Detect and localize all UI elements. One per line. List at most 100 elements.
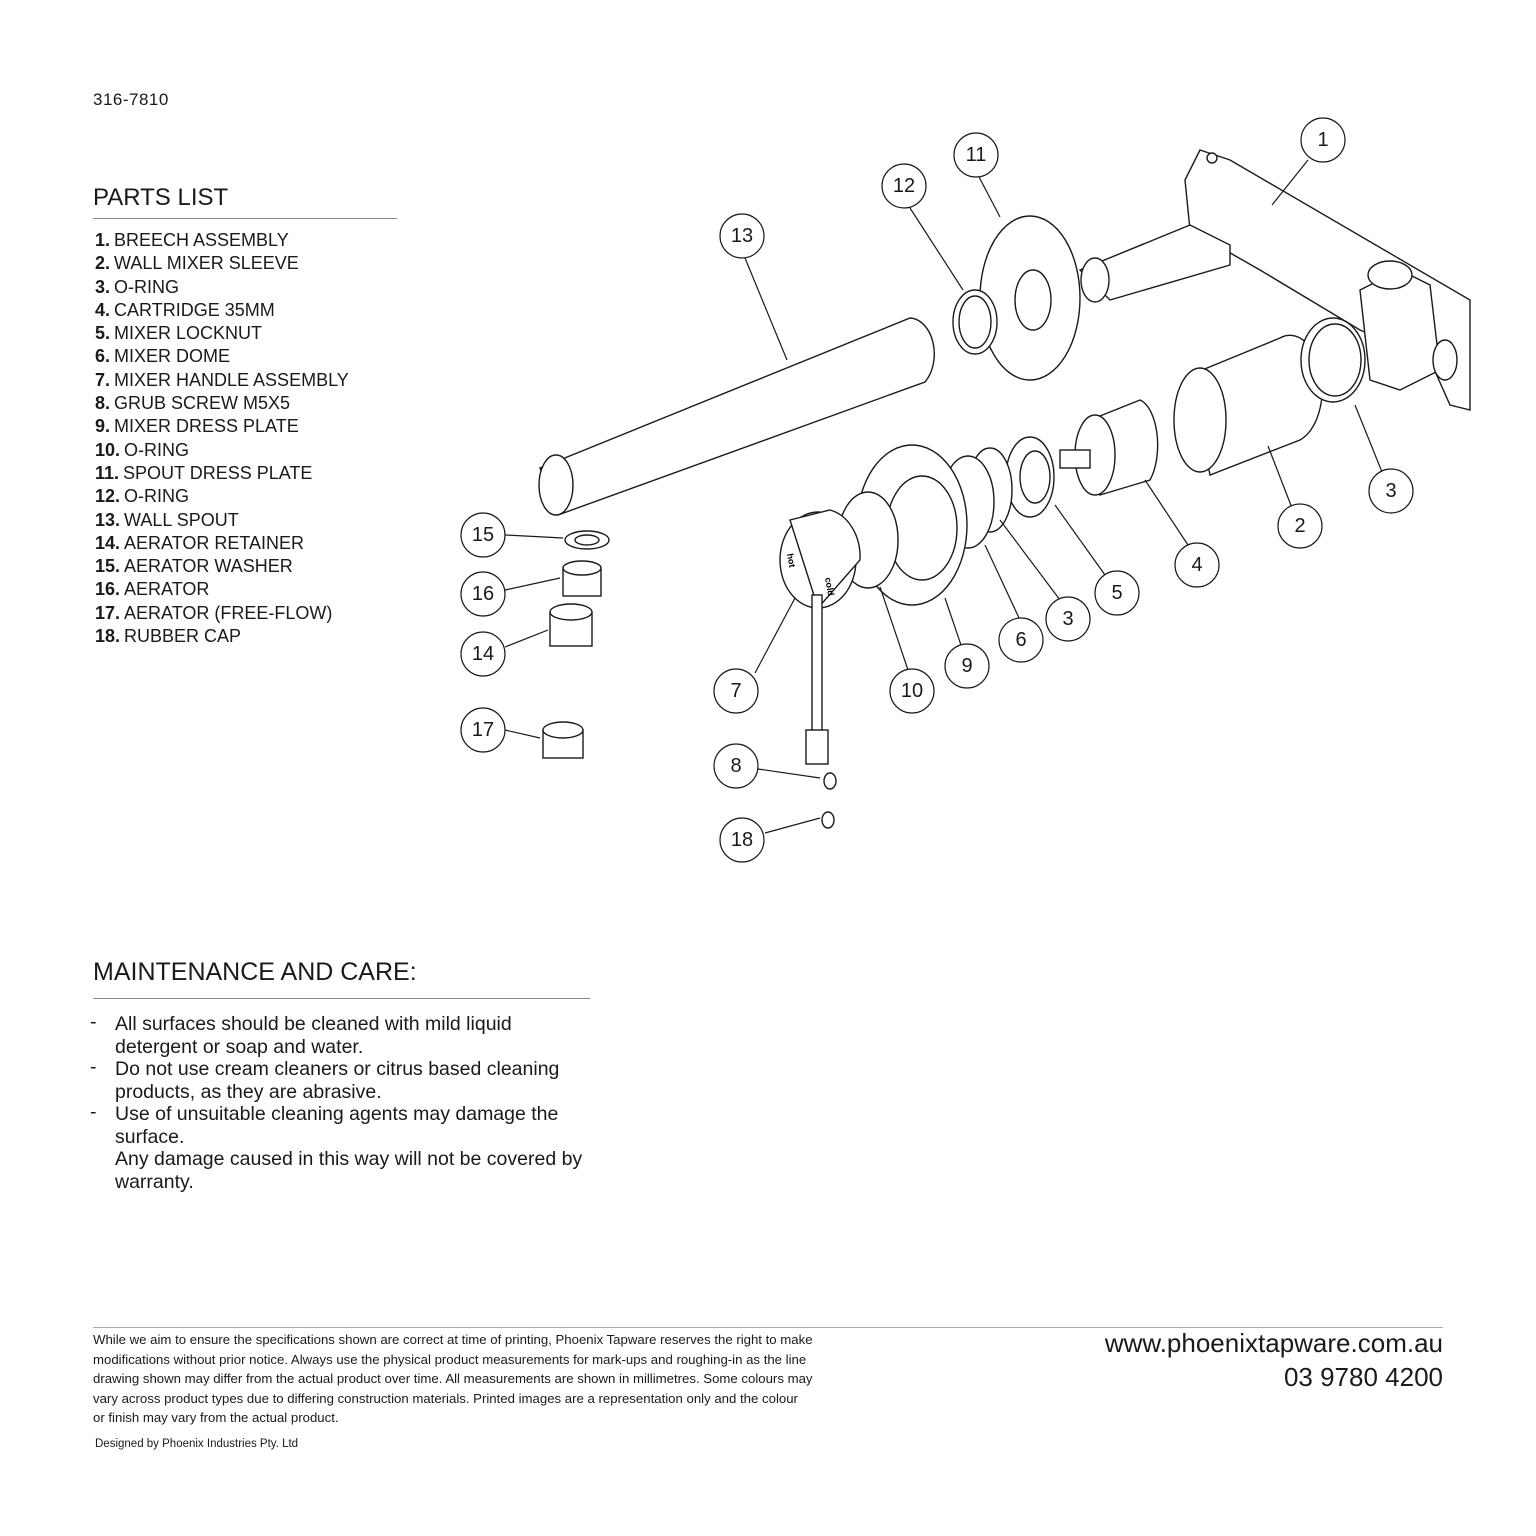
maintenance-list: -All surfaces should be cleaned with mil… — [90, 1011, 590, 1148]
part-name: WALL MIXER SLEEVE — [114, 253, 299, 274]
svg-text:3: 3 — [1062, 608, 1073, 630]
parts-list-item: 1.BREECH ASSEMBLY — [95, 229, 349, 252]
parts-list-item: 2.WALL MIXER SLEEVE — [95, 252, 349, 275]
maintenance-text: Use of unsuitable cleaning agents may da… — [115, 1103, 559, 1148]
parts-list-item: 9.MIXER DRESS PLATE — [95, 415, 349, 438]
svg-text:8: 8 — [730, 755, 741, 777]
leader-12 — [909, 207, 964, 291]
part-number: 12. — [95, 486, 121, 507]
parts-list-item: 10.O-RING — [95, 439, 349, 462]
leader-8 — [757, 768, 821, 779]
part-name: MIXER LOCKNUT — [114, 323, 263, 344]
part-name: SPOUT DRESS PLATE — [123, 462, 313, 483]
part-number: 3. — [95, 276, 111, 297]
maintenance-title-rule — [93, 998, 590, 999]
callout-15: 15 — [460, 512, 506, 558]
part-number: 17. — [95, 602, 121, 623]
part-name: CARTRIDGE 35MM — [114, 299, 275, 320]
callout-11: 11 — [953, 132, 999, 178]
part-number: 5. — [95, 323, 111, 344]
leader-16 — [504, 577, 561, 591]
part-name: MIXER HANDLE ASSEMBLY — [114, 369, 349, 390]
website-link[interactable]: www.phoenixtapware.com.au — [1104, 1328, 1443, 1358]
maintenance-text: All surfaces should be cleaned with mild… — [115, 1013, 512, 1058]
callout-3-mid: 3 — [1045, 596, 1091, 642]
rubber-cap-part — [821, 811, 835, 829]
parts-list-item: 18.RUBBER CAP — [95, 625, 349, 648]
parts-list-item: 7.MIXER HANDLE ASSEMBLY — [95, 369, 349, 392]
parts-list-item: 4.CARTRIDGE 35MM — [95, 299, 349, 322]
callout-16: 16 — [460, 571, 506, 617]
footer-rule — [93, 1327, 1443, 1328]
bullet-dash: - — [90, 1056, 97, 1078]
part-number: 15. — [95, 556, 121, 577]
designed-by: Designed by Phoenix Industries Pty. Ltd — [95, 1438, 299, 1450]
leader-5 — [1054, 504, 1106, 576]
callout-12: 12 — [881, 163, 927, 209]
part-number: 2. — [95, 253, 111, 274]
leader-7 — [754, 597, 796, 674]
part-name: O-RING — [124, 439, 190, 460]
breech-assembly-part — [1078, 149, 1471, 411]
leader-3-mid — [999, 519, 1061, 601]
maintenance-item: -All surfaces should be cleaned with mil… — [90, 1011, 590, 1058]
parts-list-item: 12.O-RING — [95, 485, 349, 508]
maintenance-warranty-note: Any damage caused in this way will not b… — [115, 1148, 583, 1193]
leader-1 — [1271, 159, 1309, 206]
svg-text:6: 6 — [1015, 629, 1026, 651]
aerator-free-flow-part — [542, 721, 584, 759]
part-number: 1. — [95, 230, 111, 250]
part-number: 9. — [95, 416, 111, 437]
parts-list-item: 17.AERATOR (FREE-FLOW) — [95, 602, 349, 625]
parts-list-item: 5.MIXER LOCKNUT — [95, 322, 349, 345]
cartridge-part — [1059, 399, 1159, 496]
svg-text:12: 12 — [893, 175, 915, 197]
callout-1: 1 — [1300, 117, 1346, 163]
maintenance-item: -Do not use cream cleaners or citrus bas… — [90, 1056, 590, 1103]
part-number: 13. — [95, 509, 121, 530]
part-name: AERATOR RETAINER — [124, 532, 305, 553]
part-number: 11. — [95, 462, 120, 483]
part-number: 4. — [95, 299, 111, 320]
svg-text:11: 11 — [966, 144, 987, 166]
parts-list-title: PARTS LIST — [93, 184, 229, 211]
part-name: BREECH ASSEMBLY — [114, 230, 289, 250]
callout-5: 5 — [1094, 570, 1140, 616]
part-name: O-RING — [114, 276, 180, 297]
parts-list-item: 11.SPOUT DRESS PLATE — [95, 462, 349, 485]
svg-text:7: 7 — [730, 680, 741, 702]
disclaimer-text: While we aim to ensure the specification… — [93, 1332, 813, 1425]
leader-3-right — [1354, 404, 1383, 473]
bullet-dash: - — [90, 1011, 97, 1033]
aerator-part — [562, 560, 602, 597]
callout-4: 4 — [1174, 542, 1220, 588]
handle-cold-label: cold — [823, 577, 836, 597]
spout-dress-plate-part — [979, 215, 1081, 381]
callout-9: 9 — [944, 643, 990, 689]
parts-title-rule — [93, 218, 397, 219]
parts-list-item: 6.MIXER DOME — [95, 345, 349, 368]
leader-14 — [504, 629, 549, 648]
svg-text:3: 3 — [1385, 480, 1396, 502]
part-name: RUBBER CAP — [124, 626, 242, 647]
callout-7: 7 — [713, 668, 759, 714]
svg-text:17: 17 — [472, 719, 494, 741]
parts-list-item: 15.AERATOR WASHER — [95, 555, 349, 578]
svg-text:18: 18 — [731, 829, 753, 851]
maintenance-title: MAINTENANCE AND CARE: — [93, 958, 417, 986]
svg-text:10: 10 — [901, 680, 923, 702]
svg-text:5: 5 — [1111, 582, 1122, 604]
leader-18 — [764, 817, 821, 834]
part-name: AERATOR — [124, 579, 210, 600]
parts-list-item: 3.O-RING — [95, 276, 349, 299]
part-number: 7. — [95, 369, 111, 390]
mixer-handle-part — [779, 509, 861, 765]
svg-text:4: 4 — [1191, 554, 1202, 576]
part-number: 16. — [95, 579, 121, 600]
part-name: MIXER DOME — [114, 346, 231, 367]
callout-13: 13 — [719, 213, 765, 259]
leader-6 — [984, 544, 1021, 621]
leader-10 — [879, 586, 909, 671]
leader-17 — [504, 729, 541, 739]
wall-spout-part — [538, 317, 935, 516]
